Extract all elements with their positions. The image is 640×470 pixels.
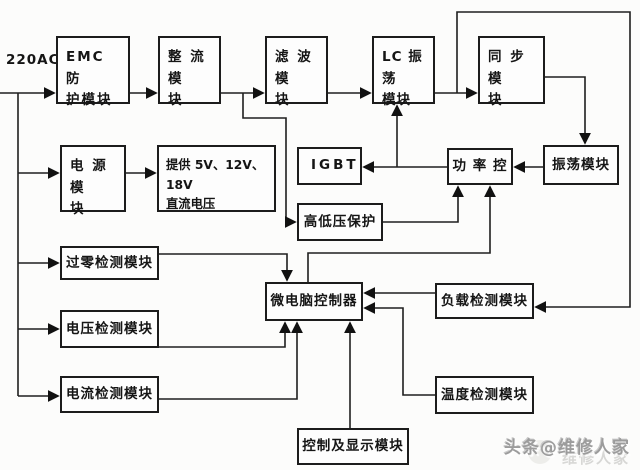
- edge-zero-cross-to-mcu: [159, 253, 293, 282]
- node-hv-lv-protect: 高低压保护: [297, 203, 383, 241]
- edge-line-to-load-detect: [456, 11, 631, 313]
- watermark-avatar-circle: [528, 440, 552, 464]
- node-filter: 滤 波 模 块: [265, 36, 328, 108]
- node-temp-detect: 温度检测模块: [435, 376, 534, 414]
- edge-temp-detect-to-mcu: [363, 302, 435, 396]
- node-mcu: 微电脑控制器: [265, 282, 363, 321]
- node-voltage-detect: 电压检测模块: [60, 310, 159, 348]
- node-load-detect: 负载检测模块: [435, 283, 534, 319]
- edge-voltage-detect-to-mcu: [159, 321, 291, 348]
- edge-line-to-hv-protect: [242, 93, 297, 228]
- source-label-220ac: 220AC: [6, 52, 60, 68]
- node-emc-protect: EMC 防 护模块: [56, 36, 130, 108]
- edge-mcu-to-power-ctrl: [307, 185, 496, 282]
- node-rectifier: 整 流 模 块: [158, 36, 221, 108]
- node-ctrl-display: 控制及显示模块: [297, 428, 409, 465]
- node-current-detect: 电流检测模块: [60, 376, 159, 413]
- edge-current-detect-to-mcu: [159, 321, 303, 400]
- node-lc-osc: LC 振荡 模块: [372, 36, 435, 108]
- node-zero-cross: 过零检测模块: [60, 246, 159, 280]
- watermark-ghost-text: 维修人家: [562, 449, 631, 467]
- watermark-text: 头条@维修人家: [504, 438, 630, 458]
- edge-sync-to-osc: [545, 76, 591, 145]
- node-power-ctrl: 功 率 控: [447, 148, 513, 185]
- node-osc: 振荡模块: [543, 145, 619, 185]
- node-dc-output: 提供 5V、12V、18V 直流电压: [157, 145, 276, 212]
- node-power-supply: 电 源 模 块: [60, 145, 126, 217]
- node-sync: 同 步 模 块: [478, 36, 545, 108]
- edge-hv-protect-to-power-ctrl: [383, 185, 464, 223]
- node-igbt: IGBT: [297, 147, 362, 185]
